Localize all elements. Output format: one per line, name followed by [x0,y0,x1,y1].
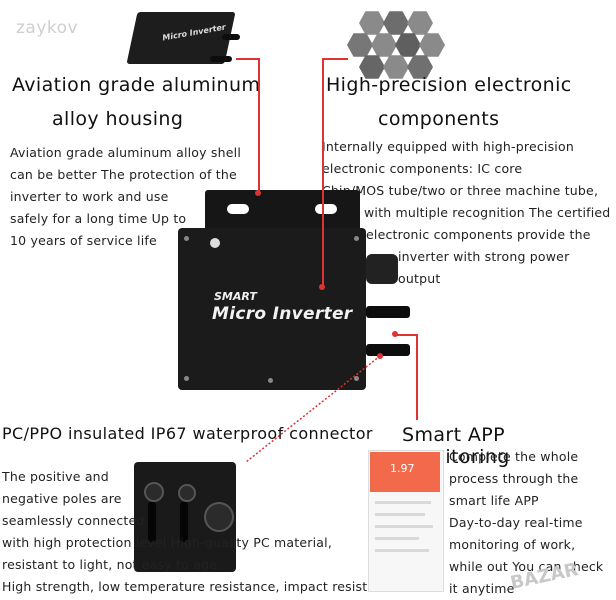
mini-connector-2 [210,56,232,62]
ac-cable-gland [366,254,398,284]
housing-title-line1: Aviation grade aluminum [12,74,261,96]
app-text-line: while out You can check [449,559,604,574]
connector-text-line: negative poles are [2,491,122,506]
components-text-line: with multiple recognition The certified [364,205,611,220]
housing-title-line2: alloy housing [52,108,184,130]
components-text-line: Chip/MOS tube/two or three machine tube, [322,183,599,198]
connector-text-line: The positive and [2,469,109,484]
app-description: Complete the whole process through the s… [449,446,603,600]
connector-description: The positive and negative poles are seam… [2,466,398,598]
callout-line-app-h [396,334,418,336]
app-text-line: smart life APP [449,493,539,508]
app-text-line: Day-to-day real-time [449,515,583,530]
components-description: Internally equipped with high-precision … [322,136,614,290]
inverter-body [178,228,366,390]
app-text-line: it anytime [449,581,515,596]
inverter-label-micro-inverter: Micro Inverter [212,304,353,324]
components-text-line: inverter with strong power output [398,249,570,286]
dc-connector-1 [366,306,410,318]
housing-text-line: 10 years of service life [10,233,157,248]
dc-connector-2 [366,344,410,356]
connector-title: PC/PPO insulated IP67 waterproof connect… [2,424,373,443]
callout-line-components-h [322,58,348,60]
connector-photo [134,462,236,572]
app-text-line: process through the [449,471,579,486]
housing-text-line: can be better The protection of the [10,167,237,182]
components-hex-grid [345,10,445,82]
housing-text-line: safely for a long time Up to [10,211,187,226]
connector-text-line: with high protection level.High-quality … [2,535,333,550]
components-title-line2: components [378,108,500,130]
housing-description: Aviation grade aluminum alloy shell can … [10,142,241,252]
callout-dot-components [319,284,325,290]
components-text-line: electronic components provide the [366,227,591,242]
components-text-line: electronic components: IC core [322,161,523,176]
callout-line-connector [245,353,383,463]
ground-icon [210,238,220,248]
callout-dot-housing [255,190,261,196]
connector-text-line: High strength, low temperature resistanc… [2,579,399,594]
phone-power-value: 1.97 [390,462,415,475]
housing-text-line: inverter to work and use [10,189,169,204]
inverter-label-smart: SMART [214,290,257,303]
components-title-line1: High-precision electronic [326,74,572,96]
app-text-line: Complete the whole [449,449,579,464]
phone-app-header [370,452,440,492]
mini-connector-1 [222,34,240,40]
connector-text-line: seamlessly connected, [2,513,149,528]
housing-text-line: Aviation grade aluminum alloy shell [10,145,241,160]
callout-line-housing-h [236,58,260,60]
components-text-line: Internally equipped with high-precision [322,139,574,154]
callout-dot-app [392,331,398,337]
callout-line-app [416,334,418,420]
watermark-text: zaykov [16,18,79,38]
app-text-line: monitoring of work, [449,537,576,552]
callout-line-housing [258,58,260,194]
connector-text-line: resistant to light, not easy to age, [2,557,222,572]
callout-line-components [322,58,324,286]
